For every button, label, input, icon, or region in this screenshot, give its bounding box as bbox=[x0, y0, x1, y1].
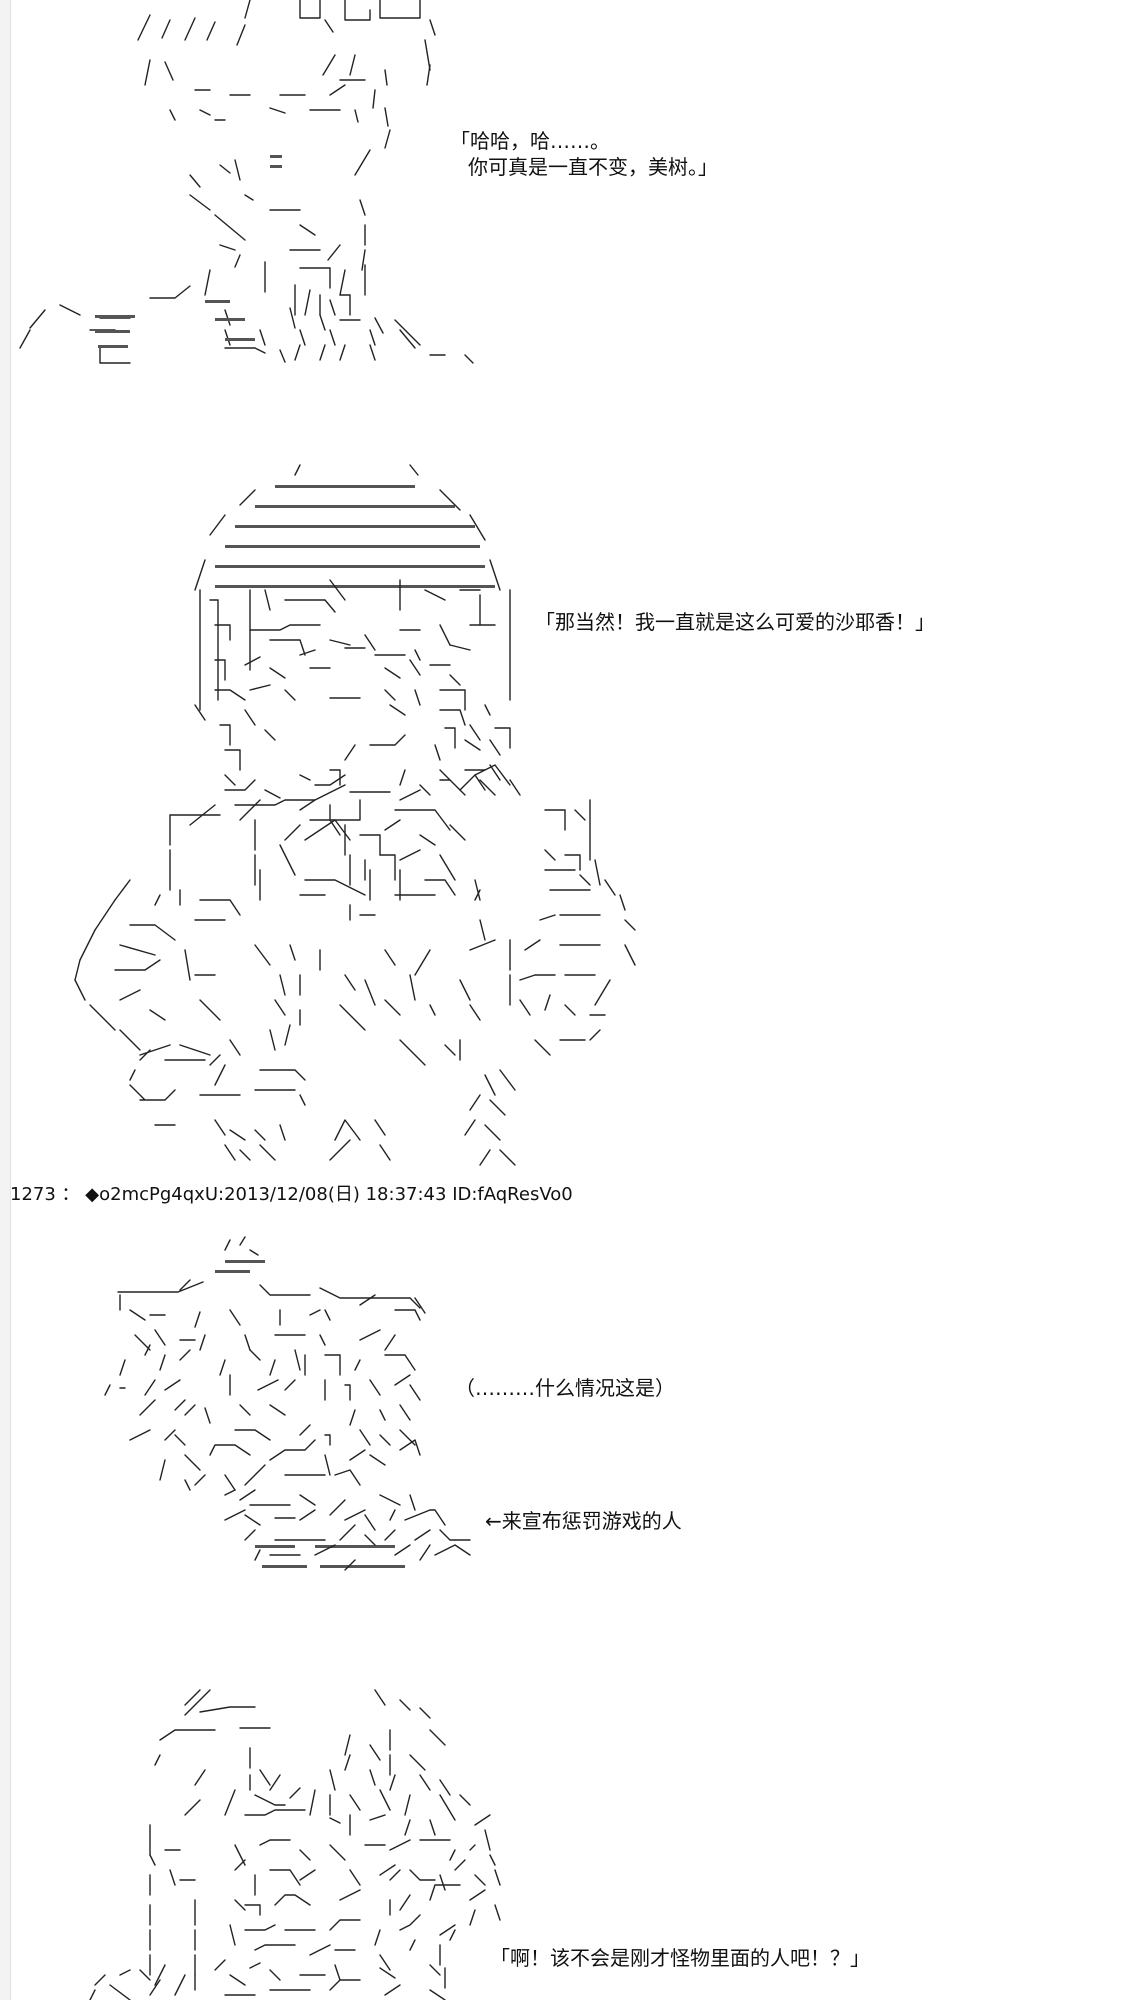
post-number: 1273 bbox=[10, 1184, 56, 1205]
page-left-edge bbox=[0, 0, 11, 2000]
figure-2-lines bbox=[74, 464, 636, 1166]
dialog-4: ←来宣布惩罚游戏的人 bbox=[485, 1509, 682, 1533]
dialog-1: 「哈哈，哈……。 你可真是一直不变，美树。」 bbox=[450, 128, 718, 180]
figure-2-hair-dots bbox=[215, 485, 495, 588]
post-colon: : bbox=[218, 1184, 225, 1205]
dialog-3: （………什么情况这是） bbox=[455, 1376, 675, 1400]
post-date: 2013/12/08(日) 18:37:43 bbox=[224, 1184, 447, 1205]
post-id: ID:fAqResVo0 bbox=[452, 1184, 573, 1205]
figure-4-lines bbox=[89, 1689, 501, 2000]
figure-3-dots bbox=[215, 1260, 405, 1568]
post-author: ◆o2mcPg4qxU bbox=[85, 1184, 219, 1205]
dialog-1-line-2: 你可真是一直不变，美树。」 bbox=[468, 155, 718, 179]
figure-1-dots bbox=[95, 155, 282, 348]
post-header: 1273 ： ◆o2mcPg4qxU:2013/12/08(日) 18:37:4… bbox=[10, 1180, 573, 1206]
figure-1-lines bbox=[19, 0, 474, 364]
figure-3-lines bbox=[104, 1236, 471, 1571]
post-separator: ： bbox=[61, 1184, 80, 1205]
dialog-5: 「啊！该不会是刚才怪物里面的人吧！？」 bbox=[490, 1946, 870, 1970]
dialog-1-line-1: 「哈哈，哈……。 bbox=[450, 129, 610, 153]
dialog-2: 「那当然！我一直就是这么可爱的沙耶香！」 bbox=[535, 610, 935, 634]
